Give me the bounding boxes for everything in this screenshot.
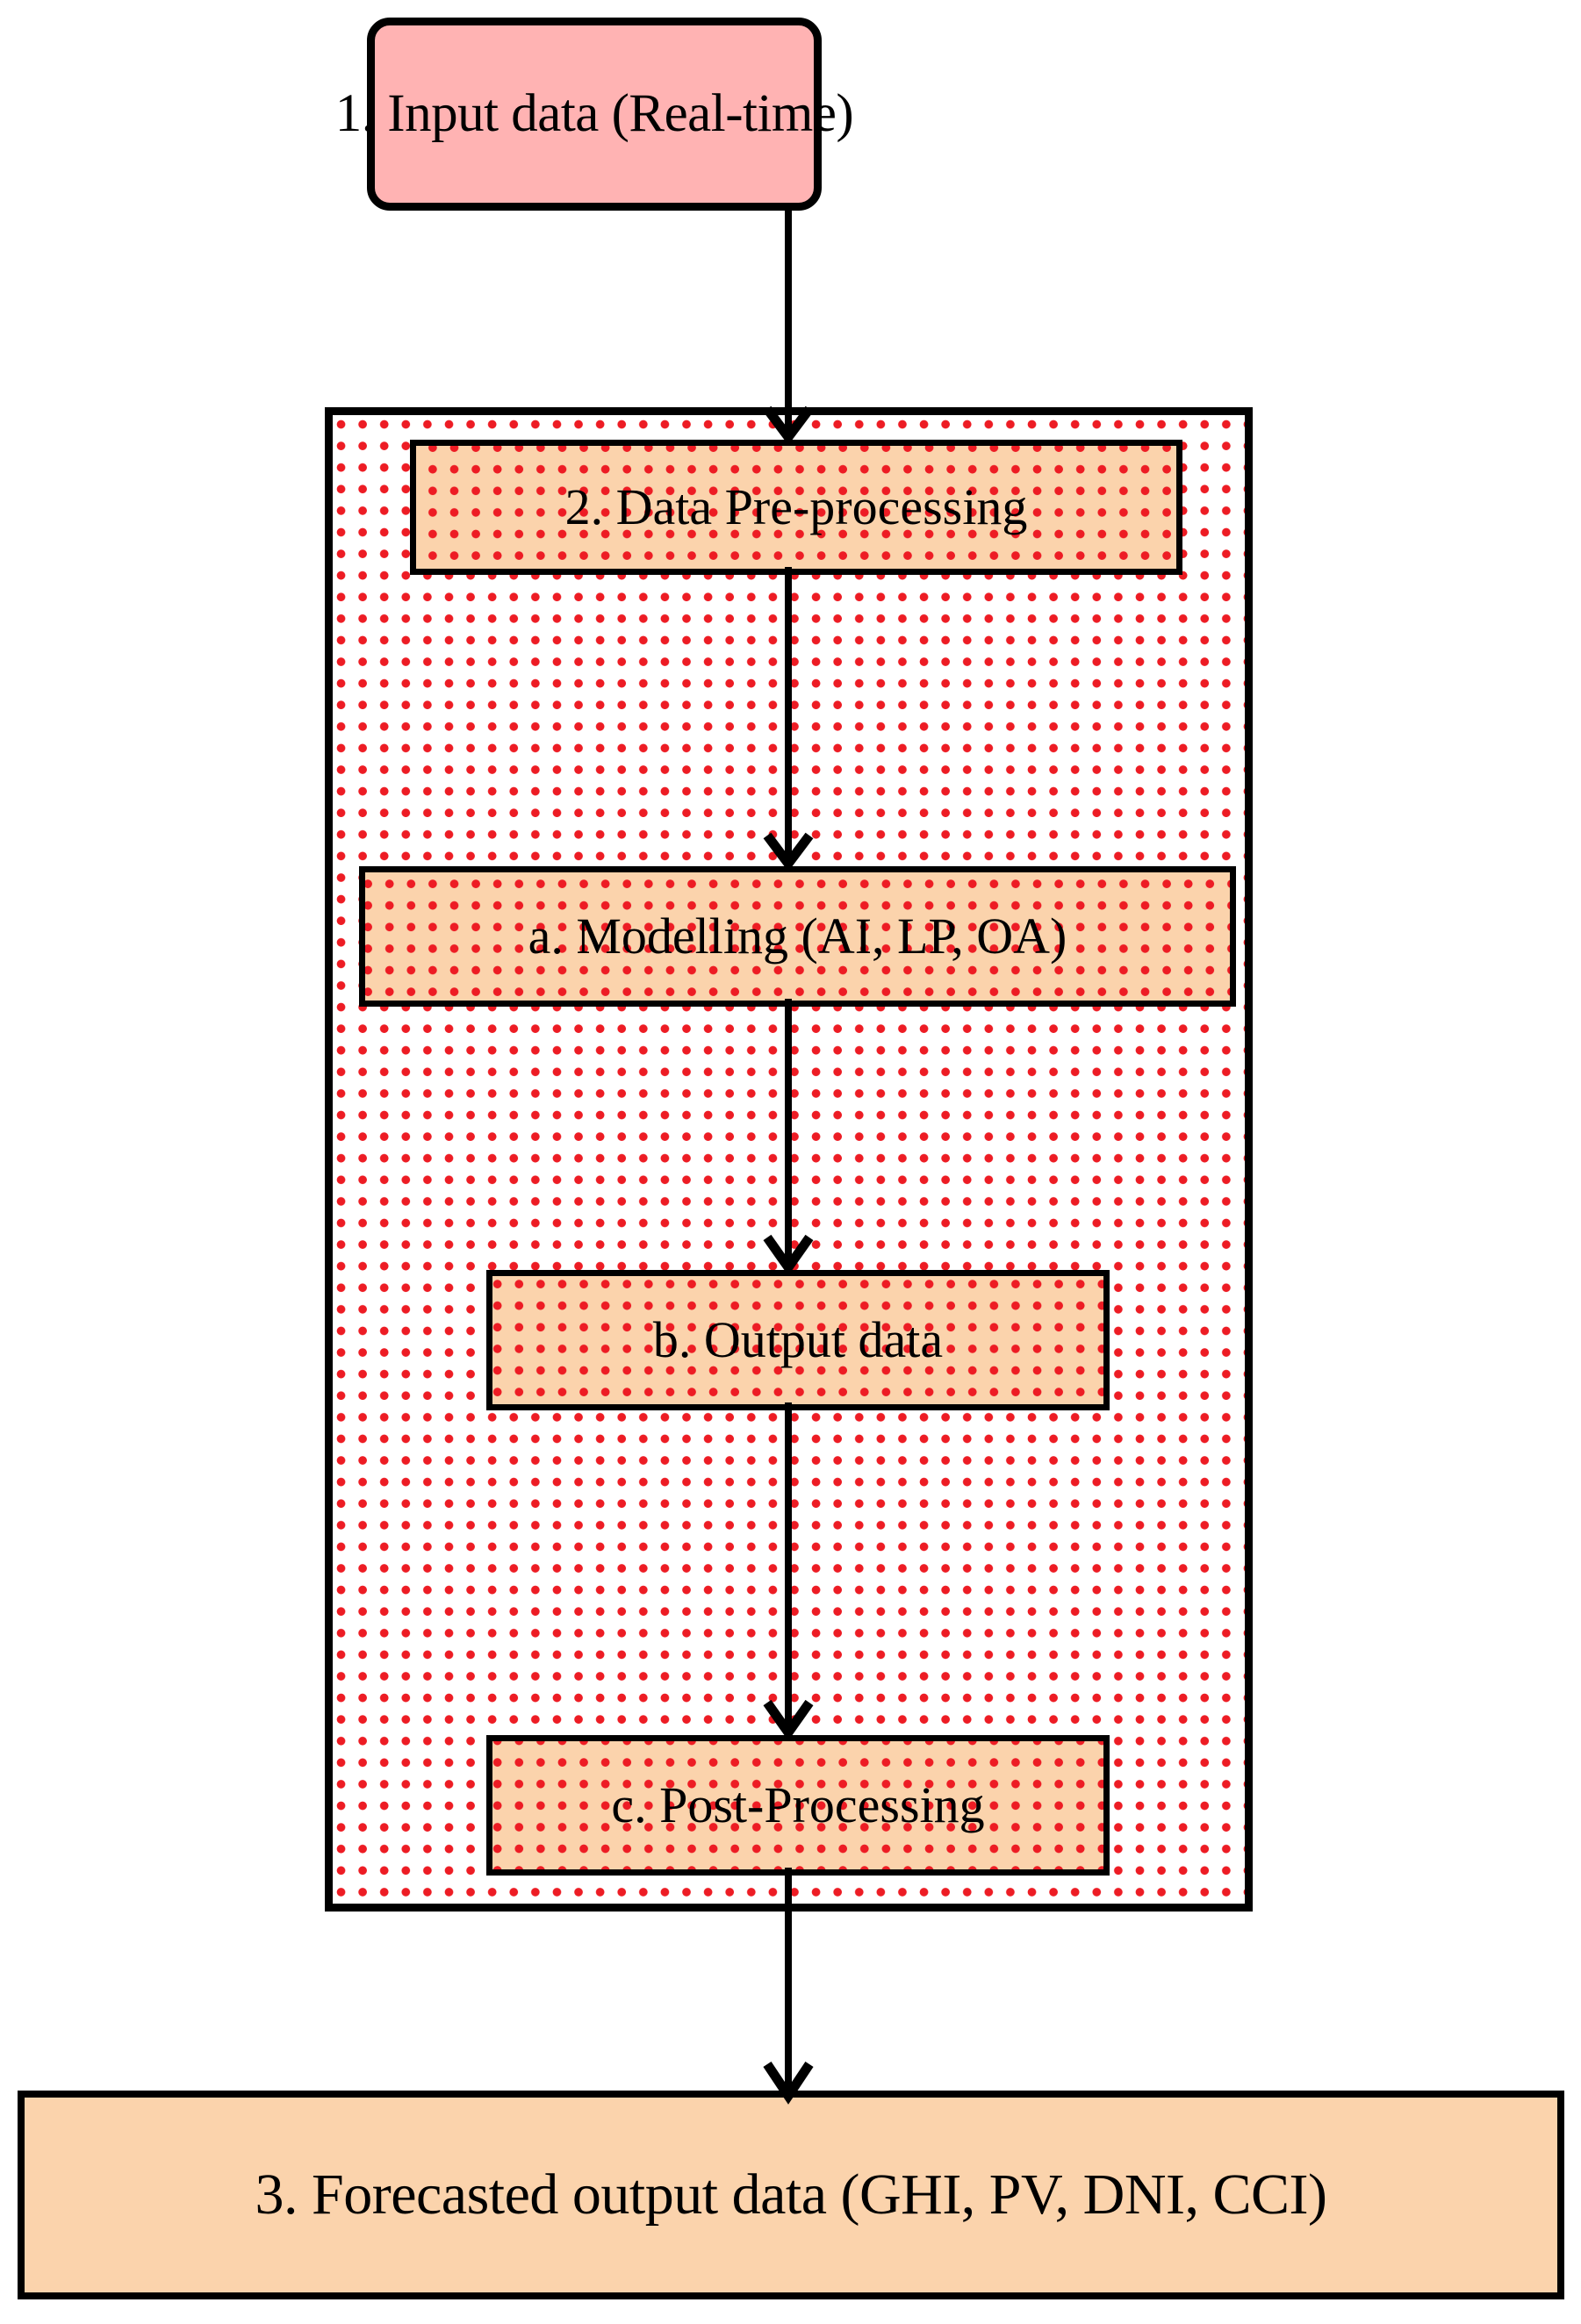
node-data-preprocessing-label: 2. Data Pre-processing — [564, 477, 1028, 535]
node-forecasted-output-data[interactable]: 3. Forecasted output data (GHI, PV, DNI,… — [18, 2091, 1564, 2299]
arrow-input-to-preprocessing — [763, 211, 814, 446]
node-post-processing-label: c. Post-Processing — [611, 1775, 985, 1833]
node-input-data-label: 1. Input data (Real-time) — [334, 83, 854, 143]
node-modelling[interactable]: a. Modelling (AI, LP, OA) — [359, 866, 1236, 1007]
node-output-data[interactable]: b. Output data — [486, 1270, 1110, 1410]
node-input-data[interactable]: 1. Input data (Real-time) — [335, 18, 854, 211]
process-group-container: 2. Data Pre-processing a. Modelling (AI,… — [325, 407, 1253, 1912]
node-output-data-label: b. Output data — [652, 1310, 944, 1368]
node-modelling-label: a. Modelling (AI, LP, OA) — [528, 907, 1067, 965]
node-post-processing[interactable]: c. Post-Processing — [486, 1735, 1110, 1876]
node-forecasted-output-data-label: 3. Forecasted output data (GHI, PV, DNI,… — [255, 2163, 1327, 2227]
node-data-preprocessing[interactable]: 2. Data Pre-processing — [410, 440, 1182, 575]
